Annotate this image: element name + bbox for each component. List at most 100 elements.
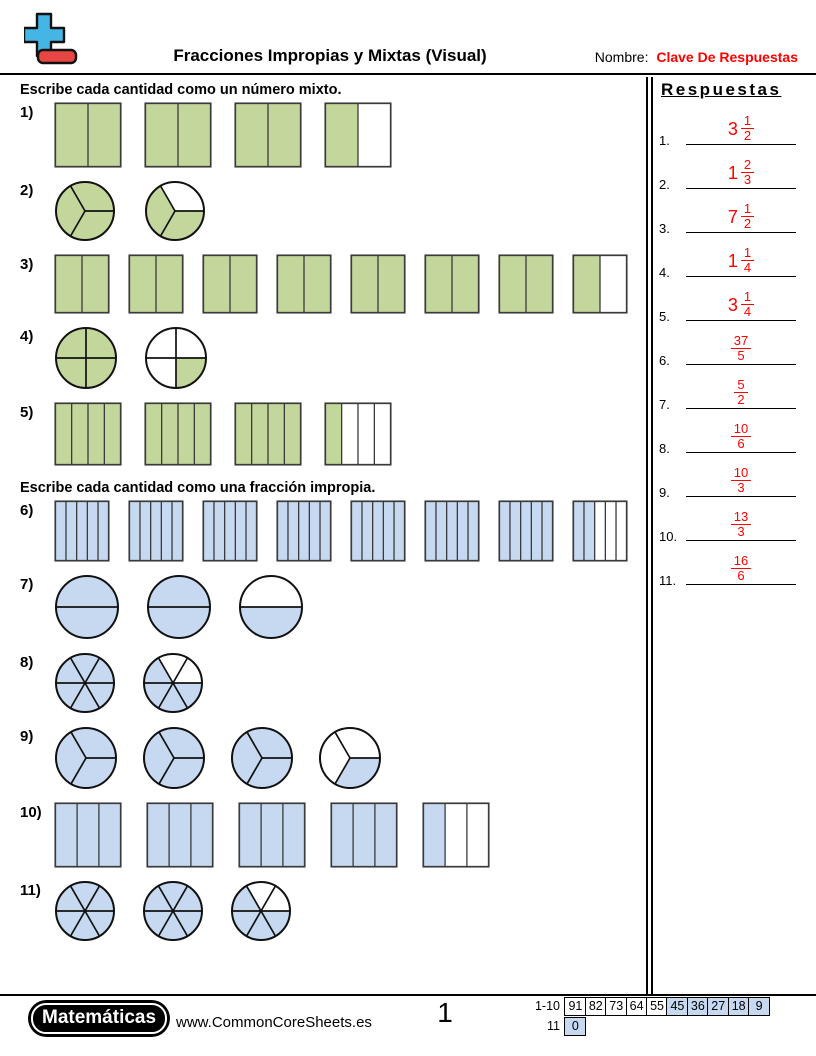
fraction-square [234,402,302,466]
answer-whole: 1 [727,250,738,271]
fraction-circle [55,727,117,789]
problem-number: 4) [20,328,34,345]
fraction-square [276,254,332,314]
answer-whole: 3 [727,118,738,139]
problem-shapes [54,574,304,640]
problem-number: 3) [20,256,34,273]
problem-number: 8) [20,654,34,671]
answer-line [686,320,796,321]
fraction-square [350,500,406,562]
answer-number: 5. [659,309,670,324]
fraction-square [144,102,212,168]
answer-number: 6. [659,353,670,368]
problem-shapes [54,254,628,314]
fraction-denominator: 3 [737,480,745,496]
fraction-square [54,102,122,168]
fraction-denominator: 6 [737,568,745,584]
name-row: Nombre: Clave De Respuestas [595,49,798,65]
fraction-denominator: 2 [737,392,745,408]
fraction-denominator: 3 [737,524,745,540]
fraction-circle [231,727,293,789]
fraction-denominator: 3 [743,172,752,188]
fraction-circle [143,727,205,789]
fraction-square [54,402,122,466]
answer-line [686,276,796,277]
problem-row: 7) [20,574,642,640]
score-cell: 9 [748,997,771,1016]
fraction-square [424,254,480,314]
fraction-square [54,500,110,562]
problem-shapes [54,180,206,242]
section-instruction: Escribe cada cantidad como un número mix… [20,82,342,98]
score-row-label: 1-10 [534,999,560,1013]
problem-row: 6) [20,500,642,562]
fraction-numerator: 10 [730,421,752,438]
fraction-square [128,500,184,562]
fraction-numerator: 37 [730,333,752,350]
fraction-numerator: 16 [730,553,752,570]
answer-number: 9. [659,485,670,500]
answer-number: 1. [659,133,670,148]
fraction-square [422,802,490,868]
answer-line [686,232,796,233]
commoncoresheets-logo [22,12,80,71]
score-cell: 73 [605,997,628,1016]
fraction-circle [55,181,115,241]
problem-shapes [54,402,392,466]
problem-shapes [54,102,392,168]
answer-number: 10. [659,529,678,544]
problem-shapes [54,500,628,562]
answer-whole: 3 [727,294,738,315]
problem-row: 8) [20,652,642,714]
plus-minus-icon [22,12,78,65]
score-cell: 91 [564,997,587,1016]
problem-row: 9) [20,726,642,790]
fraction-square [498,254,554,314]
score-cell: 82 [584,997,607,1016]
problem-row: 1) [20,102,642,168]
fraction-square [202,254,258,314]
problem-row: 5) [20,402,642,466]
answer-key-label: Clave De Respuestas [656,49,798,65]
problem-number: 10) [20,804,42,821]
problem-shapes [54,802,490,868]
fraction-square [276,500,332,562]
fraction-square [144,402,212,466]
fraction-square [128,254,184,314]
fraction-square [234,102,302,168]
problem-row: 10) [20,802,642,868]
answers-heading: Respuestas [661,80,782,99]
fraction-square [202,500,258,562]
fraction-numerator: 13 [730,509,752,526]
problem-shapes [54,726,382,790]
answer-line [686,584,796,585]
problem-row: 3) [20,254,642,314]
header-rule [0,73,816,75]
fraction-square [146,802,214,868]
fraction-square [424,500,480,562]
problem-number: 7) [20,576,34,593]
page-number: 1 [437,997,453,1028]
fraction-numerator: 1 [740,289,755,306]
website-url: www.CommonCoreSheets.es [176,1014,372,1031]
answer-number: 4. [659,265,670,280]
fraction-numerator: 1 [740,245,755,262]
problem-number: 11) [20,882,41,899]
